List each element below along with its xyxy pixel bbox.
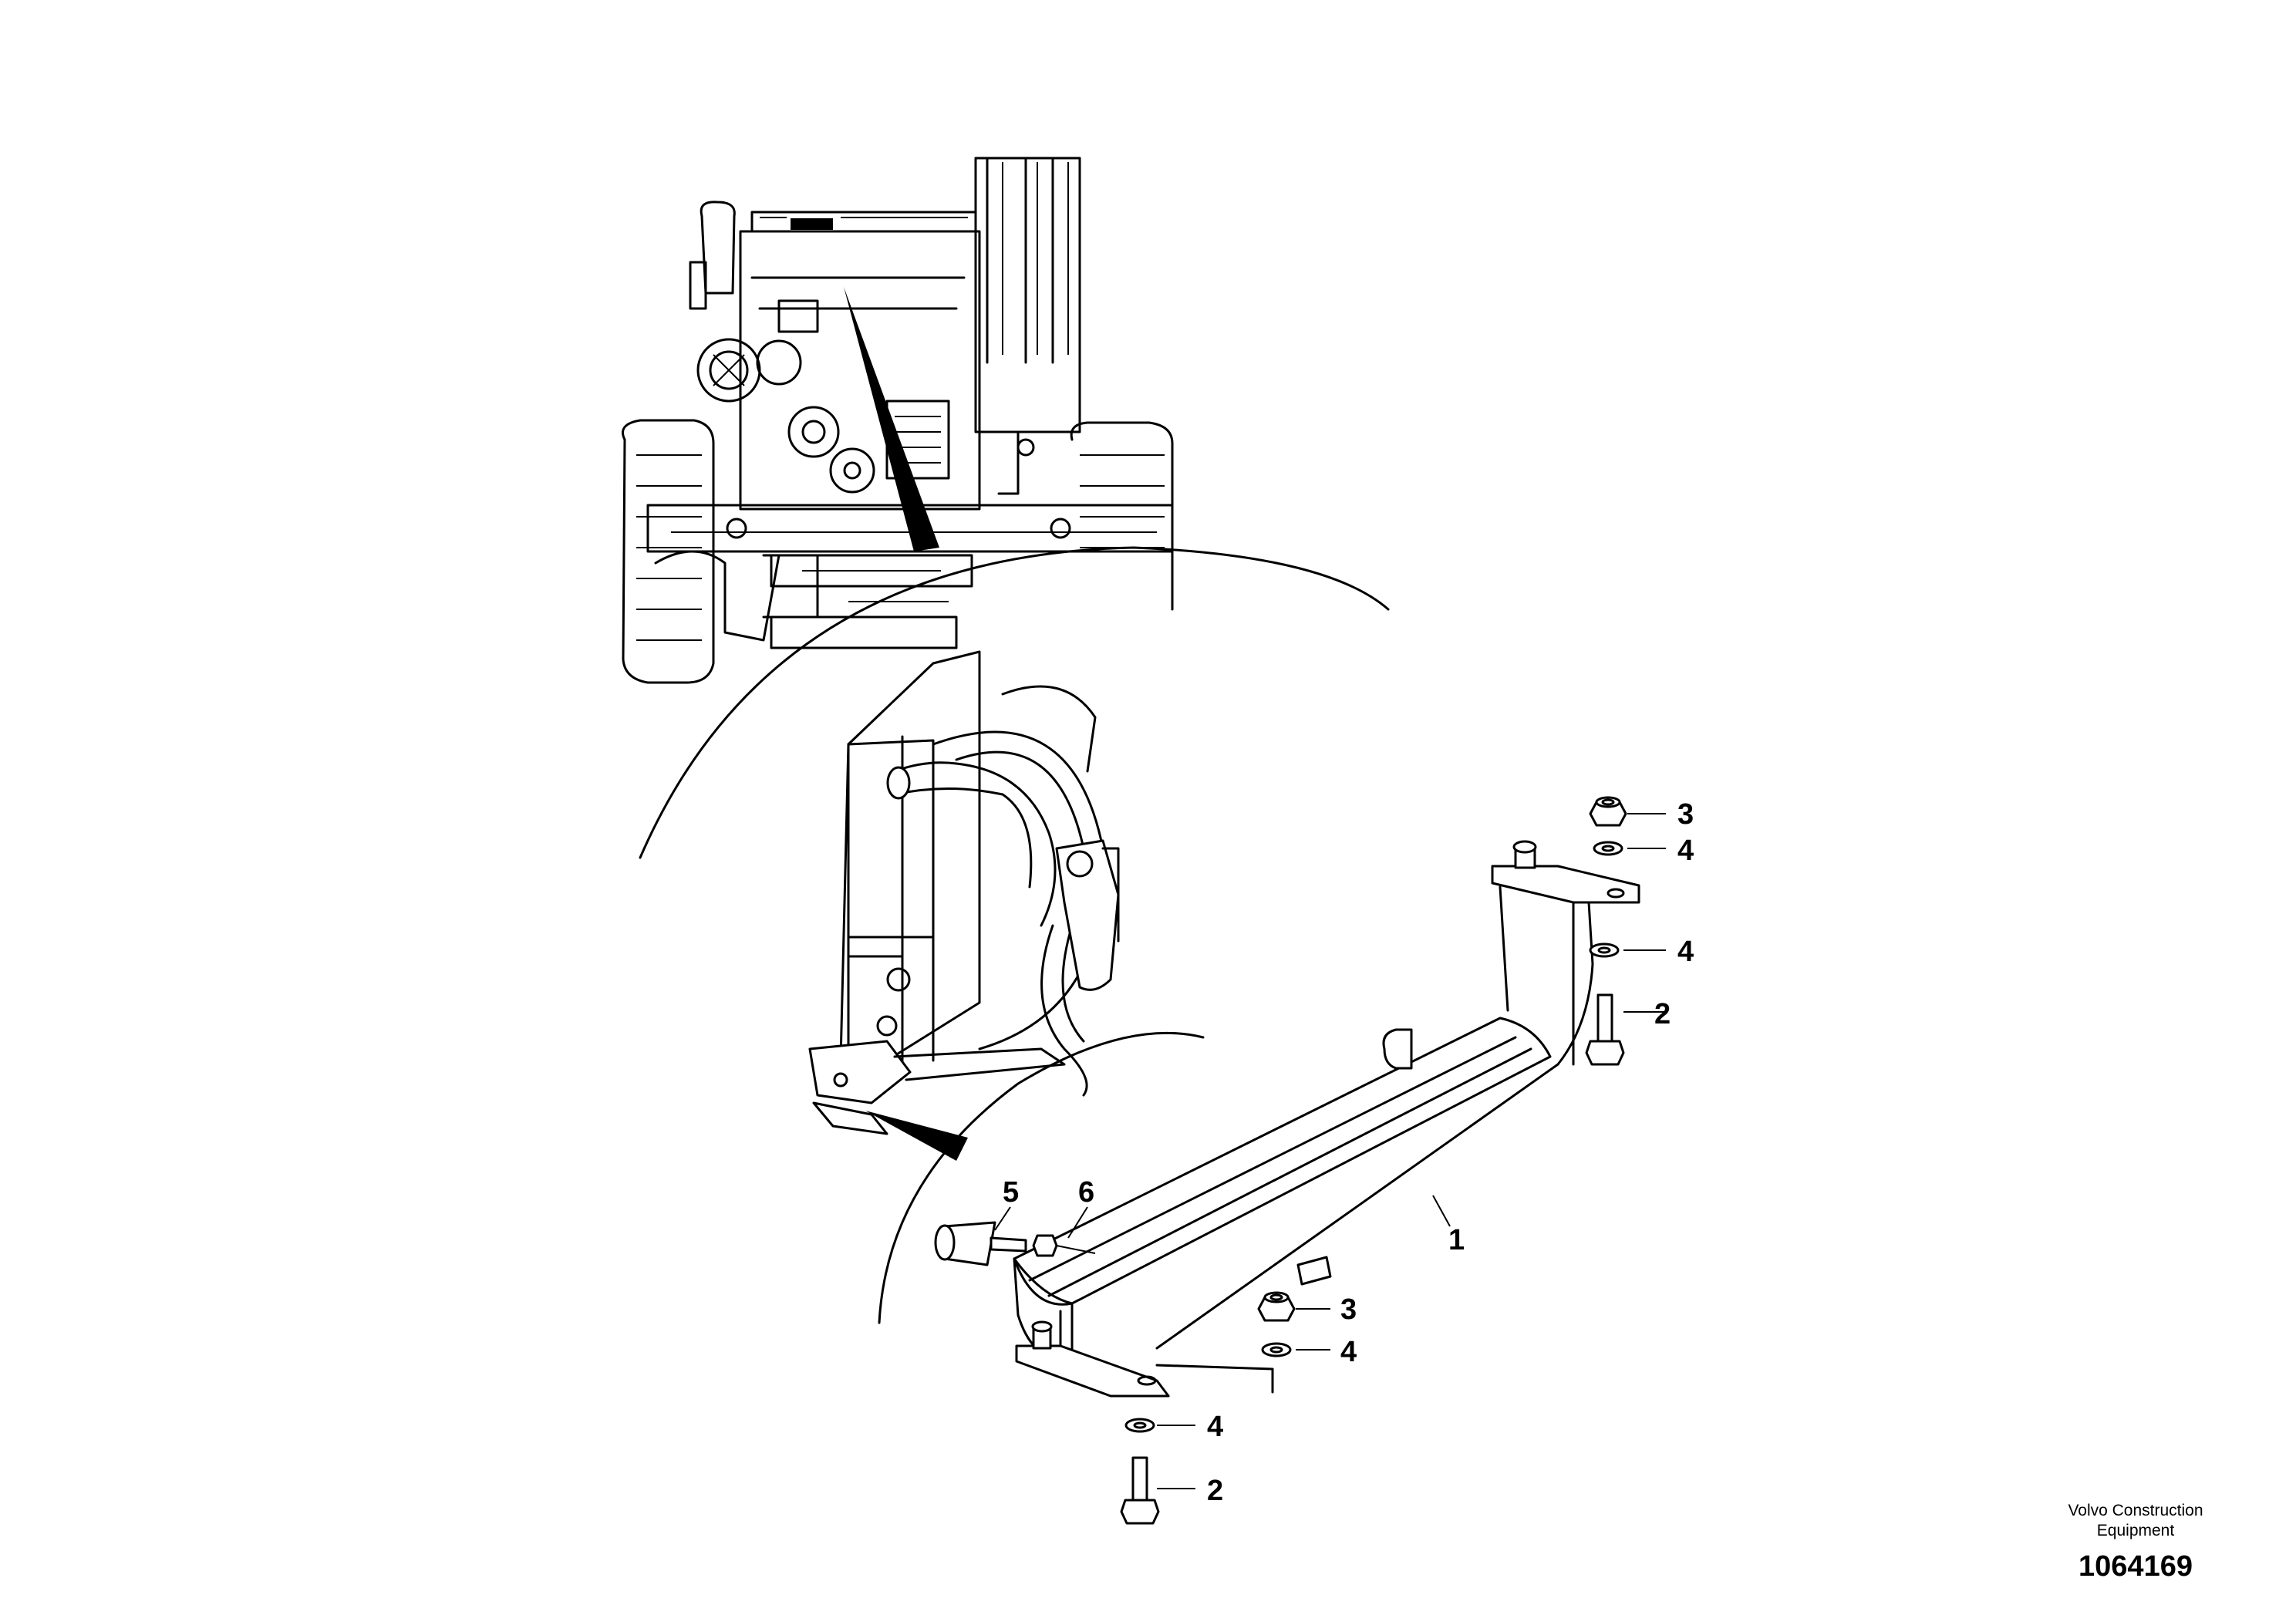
washer-lower-right: [1261, 1342, 1292, 1357]
leader-lines: [994, 813, 1666, 1489]
brand-text: Volvo Construction Equipment: [2068, 1502, 2203, 1539]
document-number: 1064169: [2079, 1550, 2193, 1583]
detail-arc-small: [878, 1031, 1205, 1324]
bolt-right: [1585, 993, 1625, 1066]
bolt-lower: [1120, 1456, 1160, 1525]
callout-4-right: 4: [1677, 936, 1694, 968]
callout-3-lower: 3: [1340, 1293, 1357, 1326]
rubber-stop: [934, 1221, 1027, 1266]
callout-4-upper: 4: [1677, 835, 1694, 867]
callout-2-lower: 2: [1207, 1475, 1223, 1507]
washer-upper: [1593, 841, 1623, 856]
radiator-assembly: [808, 650, 1120, 1135]
callout-3-upper: 3: [1677, 798, 1694, 831]
nut-small: [1032, 1234, 1096, 1257]
callout-1: 1: [1448, 1224, 1465, 1256]
callout-5: 5: [1003, 1176, 1019, 1209]
callout-6: 6: [1078, 1176, 1094, 1209]
machine-overview: [622, 157, 1174, 684]
washer-lower: [1124, 1418, 1155, 1433]
nut-lower: [1257, 1291, 1296, 1322]
callout-4-lower-right: 4: [1340, 1336, 1357, 1368]
callout-2-right: 2: [1654, 998, 1671, 1030]
detail-pointer-large: [844, 287, 939, 551]
detail-arc-large: [639, 546, 1390, 859]
nut-upper: [1589, 796, 1627, 827]
bracket-assembly: [1013, 840, 1640, 1398]
footer: Volvo Construction Equipment 1064169: [2020, 1501, 2251, 1583]
washer-right: [1589, 943, 1620, 958]
callout-4-lower: 4: [1207, 1411, 1223, 1443]
brand-label: Volvo Construction Equipment: [2020, 1501, 2251, 1541]
detail-pointer-small: [865, 1111, 968, 1161]
